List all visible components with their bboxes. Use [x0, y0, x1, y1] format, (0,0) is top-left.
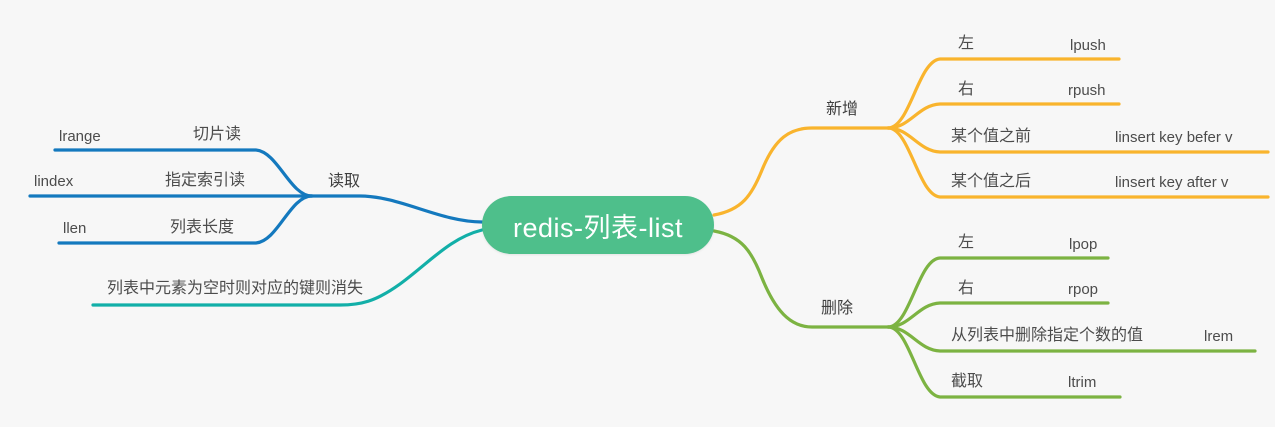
edge-center-to-delete: [712, 229, 890, 329]
node-lrem-label[interactable]: 从列表中删除指定个数的值: [951, 327, 1144, 344]
node-linsert-before-label[interactable]: 某个值之前: [951, 128, 1032, 145]
branch-title-note[interactable]: 列表中元素为空时则对应的键则消失: [107, 280, 364, 297]
node-linsert-after-label[interactable]: 某个值之后: [951, 173, 1032, 190]
node-lrange-detail[interactable]: 切片读: [193, 126, 242, 143]
edge-add-to-rpush: [886, 102, 1121, 130]
branch-title-delete[interactable]: 删除: [821, 300, 854, 317]
node-llen-label[interactable]: llen: [63, 220, 87, 237]
node-lrem-detail[interactable]: lrem: [1204, 328, 1234, 345]
node-rpush-label[interactable]: 右: [958, 81, 975, 98]
center-node[interactable]: redis-列表-list: [482, 196, 714, 254]
node-ltrim-label[interactable]: 截取: [951, 373, 984, 390]
node-rpop-detail[interactable]: rpop: [1068, 281, 1099, 298]
node-rpush-detail[interactable]: rpush: [1068, 82, 1106, 99]
node-rpop-label[interactable]: 右: [958, 280, 975, 297]
edge-center-to-read: [310, 194, 484, 224]
node-ltrim-detail[interactable]: ltrim: [1068, 374, 1097, 391]
center-node-label: redis-列表-list: [512, 212, 683, 243]
node-lpush-label[interactable]: 左: [958, 35, 975, 52]
edge-delete-to-rpop: [886, 301, 1110, 329]
node-lpop-detail[interactable]: lpop: [1069, 236, 1098, 253]
node-lpush-detail[interactable]: lpush: [1070, 37, 1106, 54]
node-lrange-label[interactable]: lrange: [59, 128, 101, 145]
edge-group-delete: [712, 229, 1257, 399]
node-linsert-after-detail[interactable]: linsert key after v: [1115, 174, 1229, 191]
node-llen-detail[interactable]: 列表长度: [170, 219, 235, 236]
edge-center-to-add: [712, 126, 890, 217]
edge-group-read: [28, 148, 484, 245]
node-lindex-label[interactable]: lindex: [34, 173, 74, 190]
branch-title-add[interactable]: 新增: [826, 101, 859, 118]
branch-title-read[interactable]: 读取: [328, 173, 361, 190]
node-lindex-detail[interactable]: 指定索引读: [165, 172, 246, 189]
node-lpop-label[interactable]: 左: [958, 234, 975, 251]
node-linsert-before-detail[interactable]: linsert key befer v: [1115, 129, 1233, 146]
